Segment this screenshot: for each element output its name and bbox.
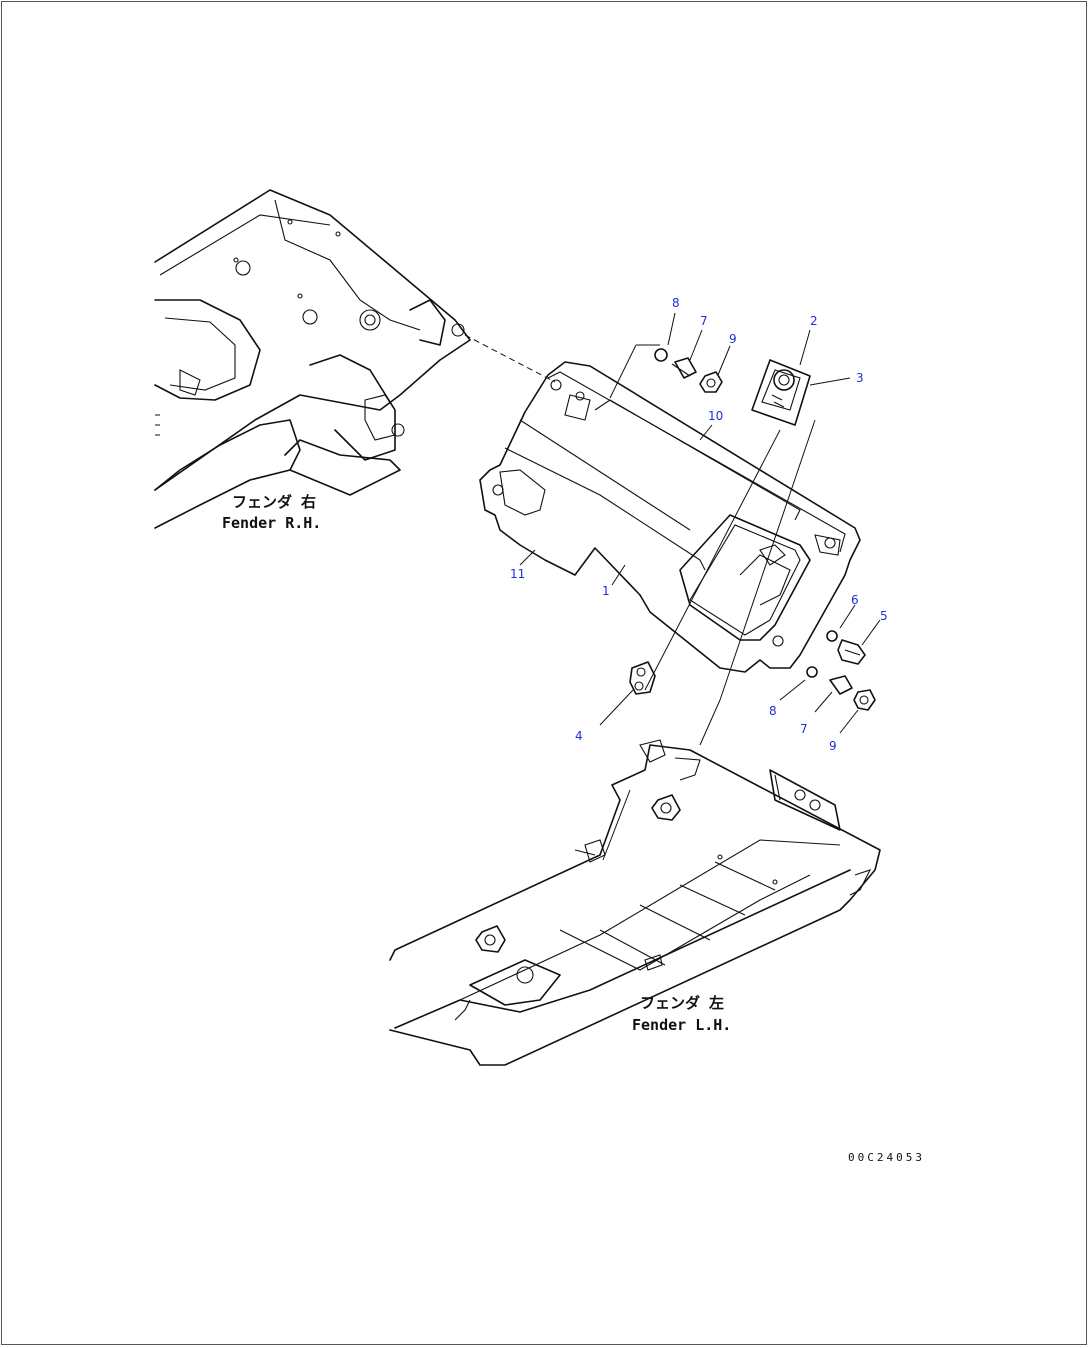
callout-7-upper: 7 [700, 314, 708, 328]
drawing-code: 00C24053 [848, 1151, 925, 1164]
callout-5: 5 [880, 609, 888, 623]
fender-lh-drawing [389, 739, 881, 1066]
callout-11: 11 [510, 567, 525, 581]
fender-lh-label-jp: フェンダ 左 [640, 994, 724, 1012]
callout-numbers: 8 7 9 2 3 10 11 1 6 5 4 8 7 9 [510, 296, 888, 753]
connector-line [464, 334, 556, 383]
callout-7-lower: 7 [800, 722, 808, 736]
callout-8-lower: 8 [769, 704, 777, 718]
callout-4: 4 [575, 729, 583, 743]
callout-2: 2 [810, 314, 818, 328]
hardware-drawing [629, 348, 876, 711]
fender-labels: フェンダ 右 Fender R.H. フェンダ 左 Fender L.H. [222, 493, 731, 1034]
callout-9-lower: 9 [829, 739, 837, 753]
callout-6: 6 [851, 593, 859, 607]
cover-plate-drawing [479, 361, 861, 673]
callout-10: 10 [708, 409, 723, 423]
fender-rh-label-jp: フェンダ 右 [232, 493, 316, 511]
leader-lines [519, 312, 881, 861]
callout-9-upper: 9 [729, 332, 737, 346]
fender-rh-drawing [154, 189, 471, 529]
callout-1: 1 [602, 584, 610, 598]
fender-rh-label-en: Fender R.H. [222, 514, 321, 532]
fender-lh-label-en: Fender L.H. [632, 1016, 731, 1034]
callout-3: 3 [856, 371, 864, 385]
callout-8-upper: 8 [672, 296, 680, 310]
